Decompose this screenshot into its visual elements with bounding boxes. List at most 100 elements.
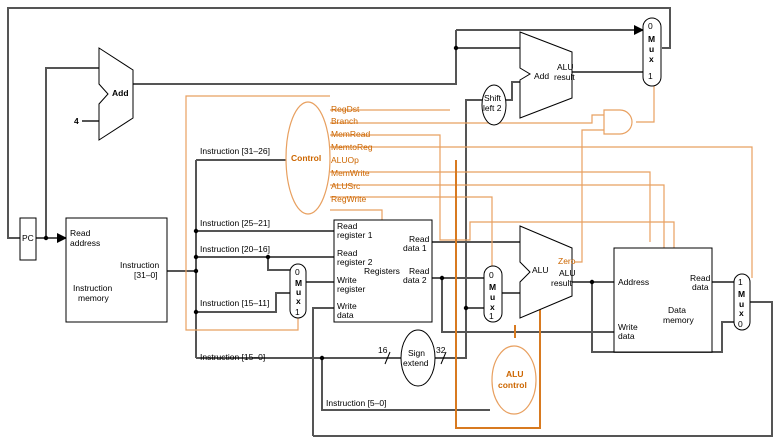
alusrc-mux: 0 M u x 1 <box>483 265 503 323</box>
signal-regdst: RegDst <box>331 104 360 114</box>
regdst-mux-m: M <box>295 278 302 288</box>
pc-mux-u: u <box>649 44 654 54</box>
alu-control-1: ALU <box>506 369 523 379</box>
memtoreg-mux-x: x <box>739 308 744 318</box>
data-memory: Address Read data Write data Data memory <box>613 247 713 353</box>
imem-instruction-2: [31–0] <box>134 270 158 280</box>
signal-memwrite: MemWrite <box>331 168 370 178</box>
regdst-mux-1: 1 <box>295 307 300 317</box>
alusrc-mux-u: u <box>490 292 495 302</box>
regdst-mux-u: u <box>296 287 301 297</box>
alusrc-mux-x: x <box>490 302 495 312</box>
reg-data1-2: data 1 <box>403 243 427 253</box>
dmem-read-1: Read <box>690 273 711 283</box>
imem-name-2: memory <box>78 293 109 303</box>
pc-mux-0: 0 <box>648 21 653 31</box>
field-5-0: Instruction [5–0] <box>326 398 386 408</box>
reg-read2-1: Read <box>337 248 358 258</box>
regdst-mux: 0 M u x 1 <box>289 263 307 319</box>
sign-extend-out: 32 <box>436 345 446 355</box>
registers-name: Registers <box>364 266 400 276</box>
dmem-name-1: Data <box>668 305 686 315</box>
branch-adder-result-2: result <box>554 72 575 82</box>
field-31-26: Instruction [31–26] <box>200 146 270 156</box>
dmem-name-2: memory <box>663 315 694 325</box>
field-20-16: Instruction [20–16] <box>200 244 270 254</box>
reg-data2-1: Read <box>409 266 430 276</box>
sign-extend-2: extend <box>403 358 429 368</box>
regdst-mux-0: 0 <box>295 267 300 277</box>
sign-extend: Sign extend 16 32 <box>378 329 447 387</box>
alusrc-mux-m: M <box>489 282 496 292</box>
alu-label: ALU <box>532 265 549 275</box>
memtoreg-mux-1: 1 <box>738 277 743 287</box>
reg-read2-2: register 2 <box>337 257 373 267</box>
pc-mux-x: x <box>649 54 654 64</box>
memtoreg-mux: 1 M u x 0 <box>733 273 751 331</box>
signal-alusrc: ALUSrc <box>331 181 361 191</box>
and-gate <box>603 109 633 135</box>
signal-branch: Branch <box>331 116 358 126</box>
sign-extend-in: 16 <box>378 345 388 355</box>
signal-aluop: ALUOp <box>331 155 359 165</box>
signal-regwrite: RegWrite <box>331 194 367 204</box>
branch-adder-add: Add <box>534 71 549 81</box>
dmem-read-2: data <box>692 282 709 292</box>
memtoreg-mux-u: u <box>739 299 744 309</box>
reg-write-reg-2: register <box>337 284 366 294</box>
memtoreg-mux-0: 0 <box>738 319 743 329</box>
pc-register: PC <box>19 217 37 261</box>
signal-memtoreg: MemtoReg <box>331 142 373 152</box>
reg-write-data-2: data <box>337 310 354 320</box>
dmem-write-2: data <box>618 331 635 341</box>
reg-read1-2: register 1 <box>337 230 373 240</box>
main-alu: ALU Zero ALU result <box>519 225 576 319</box>
alu-result-1: ALU <box>559 268 576 278</box>
field-25-21: Instruction [25–21] <box>200 218 270 228</box>
imem-instruction-1: Instruction <box>120 260 159 270</box>
instruction-memory: Read address Instruction [31–0] Instruct… <box>65 217 168 323</box>
reg-write-reg-1: Write <box>337 275 357 285</box>
shift-label-2: left 2 <box>483 103 502 113</box>
shift-left-2: Shift left 2 <box>481 84 507 126</box>
register-file: Read register 1 Read register 2 Write re… <box>333 219 433 323</box>
const-four: 4 <box>74 116 79 126</box>
reg-data1-1: Read <box>409 234 430 244</box>
pc-source-mux: 0 M u x 1 <box>642 17 662 87</box>
pc-adder-label: Add <box>112 88 129 98</box>
imem-read-address-2: address <box>70 238 100 248</box>
shift-label-1: Shift <box>484 93 502 103</box>
signal-memread: MemRead <box>331 129 370 139</box>
reg-data2-2: data 2 <box>403 275 427 285</box>
pc-label: PC <box>22 233 34 243</box>
imem-name-1: Instruction <box>73 283 112 293</box>
branch-adder: Add ALU result <box>519 31 575 119</box>
control-label: Control <box>291 153 321 163</box>
reg-read1-1: Read <box>337 221 358 231</box>
alusrc-mux-0: 0 <box>489 270 494 280</box>
datapath-wires <box>7 7 773 437</box>
dmem-address: Address <box>618 277 649 287</box>
alu-result-2: result <box>551 278 572 288</box>
reg-write-data-1: Write <box>337 301 357 311</box>
dmem-write-1: Write <box>618 322 638 332</box>
imem-read-address-1: Read <box>70 228 91 238</box>
pc-mux-m: M <box>648 34 655 44</box>
field-15-11: Instruction [15–11] <box>200 298 269 308</box>
sign-extend-1: Sign <box>408 348 425 358</box>
regdst-mux-x: x <box>296 296 301 306</box>
control-wires <box>185 86 753 429</box>
memtoreg-mux-m: M <box>738 289 745 299</box>
pc-mux-1: 1 <box>648 71 653 81</box>
alu-zero: Zero <box>558 256 576 266</box>
alu-control-2: control <box>498 380 527 390</box>
junction-dots <box>43 45 595 361</box>
pc-adder: Add 4 <box>74 47 134 141</box>
control-unit: Control RegDst Branch MemRead MemtoReg A… <box>285 101 373 215</box>
instruction-fields: Instruction [31–26] Instruction [25–21] … <box>200 146 386 408</box>
field-15-0: Instruction [15–0] <box>200 352 265 362</box>
alusrc-mux-1: 1 <box>489 311 494 321</box>
branch-adder-result-1: ALU <box>557 62 574 72</box>
